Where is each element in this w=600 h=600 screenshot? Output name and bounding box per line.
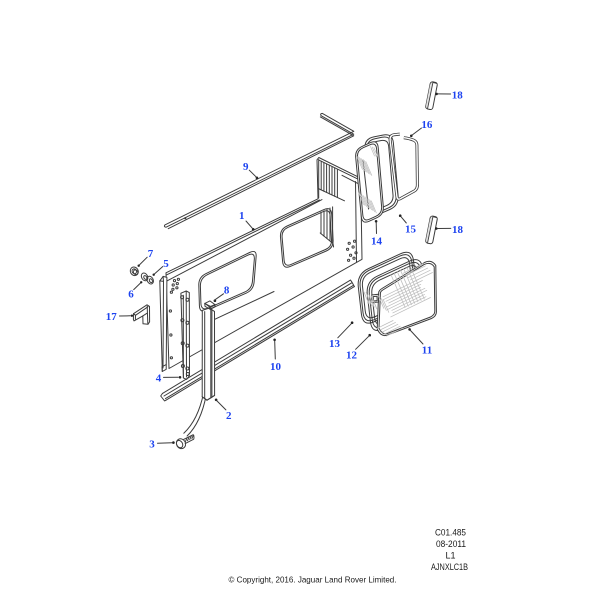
- svg-text:11: 11: [422, 344, 432, 356]
- svg-text:16: 16: [421, 119, 433, 131]
- svg-text:5: 5: [163, 258, 169, 270]
- svg-text:08-2011: 08-2011: [436, 539, 466, 549]
- svg-text:10: 10: [270, 361, 282, 373]
- svg-text:4: 4: [156, 372, 162, 384]
- svg-text:C01.485: C01.485: [435, 528, 466, 538]
- svg-text:7: 7: [148, 248, 154, 260]
- svg-text:13: 13: [329, 338, 341, 350]
- svg-text:9: 9: [243, 161, 249, 173]
- svg-text:2: 2: [226, 410, 232, 422]
- svg-text:18: 18: [452, 90, 464, 102]
- svg-text:1: 1: [239, 210, 245, 222]
- svg-text:AJNXLC1B: AJNXLC1B: [431, 562, 468, 572]
- svg-text:17: 17: [106, 311, 118, 323]
- svg-text:12: 12: [346, 350, 358, 362]
- svg-text:6: 6: [128, 289, 134, 301]
- svg-text:14: 14: [371, 236, 383, 248]
- svg-text:3: 3: [149, 438, 155, 450]
- svg-text:© Copyright, 2016. Jaguar Land: © Copyright, 2016. Jaguar Land Rover Lim…: [229, 575, 397, 585]
- svg-text:15: 15: [405, 223, 417, 235]
- svg-text:L1: L1: [445, 551, 455, 561]
- svg-text:8: 8: [224, 284, 230, 296]
- svg-text:18: 18: [452, 224, 464, 236]
